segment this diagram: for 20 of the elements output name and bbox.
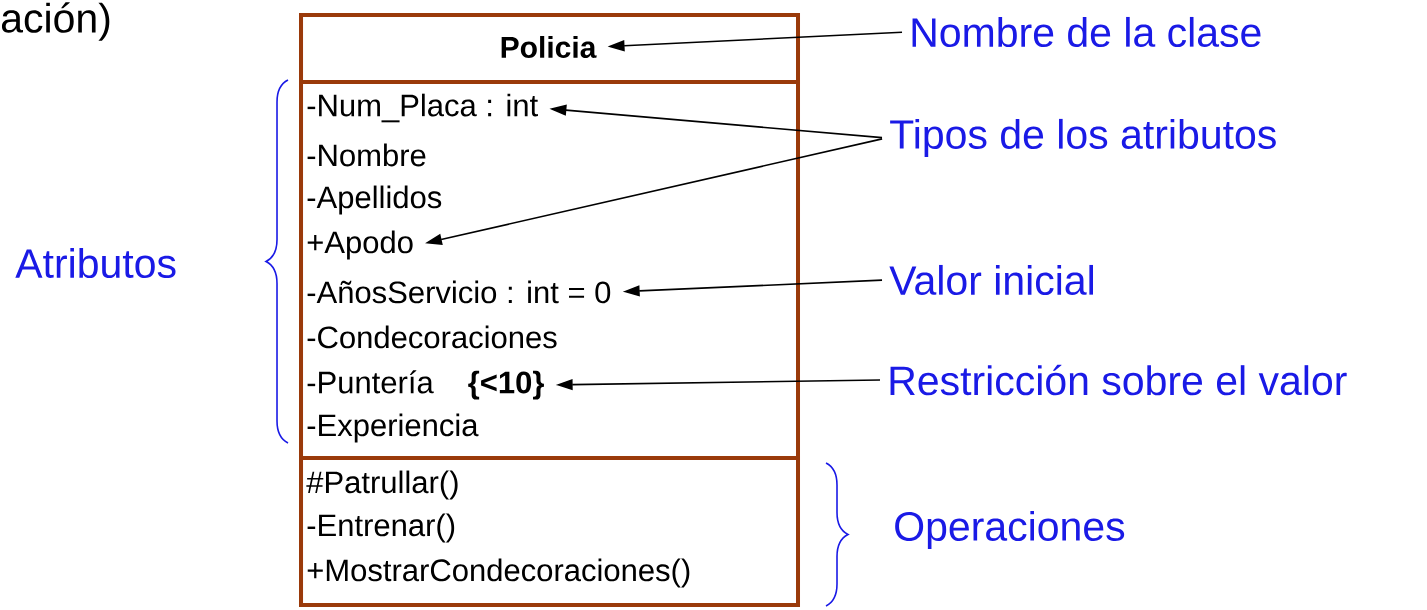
heading-fragment: ación): [1, 2, 110, 41]
class-name: Policia: [501, 36, 597, 58]
annotation-label: Valor inicial: [889, 264, 1093, 296]
attribute-text: -Num_Placa : int: [307, 93, 538, 123]
attribute-text: -Nombre: [307, 143, 426, 167]
operation-text: +MostrarCondecoraciones(): [307, 558, 690, 588]
attribute-text: -Experiencia: [307, 413, 479, 443]
operation-text: #Patrullar(): [306, 470, 458, 500]
attribute-text: -AñosServicio : int = 0: [307, 280, 611, 304]
group-label: Atributos: [15, 247, 176, 279]
annotation-label: Restricción sobre el valor: [890, 364, 1347, 396]
attribute-text: -Apellidos: [307, 185, 442, 215]
attribute-text: -Condecoraciones: [307, 325, 557, 349]
annotation-label: Nombre de la clase: [912, 16, 1261, 48]
attribute-text: +Apodo: [307, 230, 413, 260]
operation-text: -Entrenar(): [307, 513, 455, 543]
compartment-box: [299, 456, 800, 607]
attribute-text: -Puntería {<10}: [307, 370, 544, 400]
annotation-label: Tipos de los atributos: [890, 118, 1276, 158]
group-label: Operaciones: [895, 510, 1125, 550]
